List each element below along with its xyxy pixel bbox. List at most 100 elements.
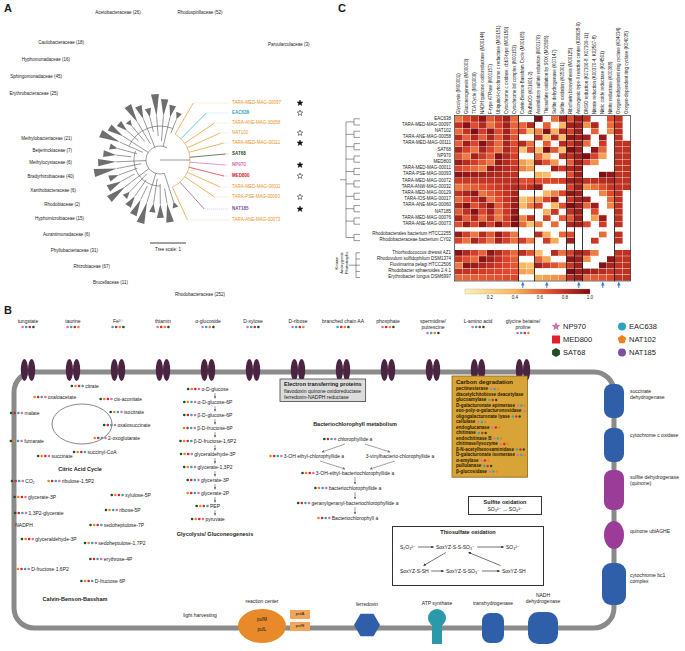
genome-dot [29, 326, 32, 329]
tree-branch [154, 179, 158, 204]
box-text: D-galacturonate epimerase [456, 403, 523, 409]
heatmap-cell [567, 159, 575, 165]
genome-dot [84, 451, 87, 454]
taxon-label: Sphingomonadaceae (45) [10, 74, 62, 79]
heatmap-cell [591, 178, 599, 184]
ferredoxin-shape [354, 614, 380, 637]
heatmap-cell [527, 221, 535, 227]
heatmap-cell [607, 190, 615, 196]
chemical-species: S₂O₃²⁻ [399, 543, 417, 551]
genome-dot [81, 385, 84, 388]
tree-branch [135, 180, 146, 196]
genome-dot [14, 512, 17, 515]
genome-dot [84, 580, 87, 583]
genome-dot [44, 396, 47, 399]
genome-dot [13, 496, 16, 499]
column-group-box [535, 116, 567, 281]
box-text: chitinase/lysozyme [456, 441, 523, 447]
genome-dot [120, 411, 123, 414]
column-header: Cytochrome bd complex (M00153) [512, 45, 517, 114]
genome-dot [107, 398, 110, 401]
genome-dot [304, 502, 307, 505]
genome-dot [194, 414, 197, 417]
electron-box: Electron transferring proteinsflavodoxin… [280, 379, 366, 402]
genome-dot [484, 421, 486, 423]
heatmap-cell [543, 141, 551, 147]
taxon-label: Phyllobacteriaceae (31) [51, 248, 98, 253]
heatmap-cell [575, 221, 583, 227]
heatmap-cell [479, 262, 487, 268]
panel-letter: C [338, 2, 346, 15]
heatmap-cell [527, 172, 535, 178]
genome-dot [14, 480, 17, 483]
pathway-label: pufM [257, 617, 267, 622]
heatmap-cell [567, 203, 575, 209]
heatmap-cell [575, 153, 583, 159]
heatmap-cell [487, 128, 495, 134]
transporter-label: branched chain AA [322, 318, 364, 324]
heatmap-cell [479, 116, 487, 122]
heatmap-cell [567, 128, 575, 134]
heatmap-cell [471, 135, 479, 141]
transporter-shape [163, 359, 170, 381]
genome-dot [437, 332, 440, 335]
taxon-label: Rhizobiaceae (67) [73, 264, 110, 269]
box-text: D-galacturonate isomerase [456, 452, 523, 458]
heatmap-cell [511, 221, 519, 227]
heatmap-cell [463, 190, 471, 196]
heatmap-cell [535, 141, 543, 147]
heatmap-cell [455, 147, 463, 153]
genome-dot [21, 480, 24, 483]
genome-dot [512, 415, 514, 417]
genome-dot [187, 453, 190, 456]
heatmap-cell [567, 197, 575, 203]
column-group-box [455, 116, 519, 281]
genome-dot [118, 494, 121, 497]
heatmap-cell [543, 153, 551, 159]
heatmap-cell [559, 116, 567, 122]
heatmap-cell [599, 172, 607, 178]
heatmap-cell [543, 116, 551, 122]
heatmap-cell [527, 275, 535, 281]
atp-synthase-stalk [432, 624, 442, 644]
heatmap-cell [463, 232, 471, 238]
legend-swatch [552, 348, 560, 357]
box-text: β-N-acetylhexosaminidase [456, 447, 523, 453]
genome-dot [13, 412, 16, 415]
heatmap-cell [583, 250, 591, 256]
star-marker [297, 140, 303, 145]
heatmap-cell [559, 172, 567, 178]
leader-line [221, 187, 229, 188]
genome-dot [40, 396, 43, 399]
heatmap-cell [503, 238, 511, 244]
heatmap-cell [543, 209, 551, 215]
taxon-label: Rhodobiaceae (2) [44, 202, 80, 207]
genome-dot [117, 411, 120, 414]
heatmap-cell [607, 153, 615, 159]
transporter-shape [118, 359, 125, 381]
heatmap-cell [463, 221, 471, 227]
heatmap-cell [471, 269, 479, 275]
row-label: Rhodobacter sphaeroides 2.4.1 [388, 268, 451, 273]
heatmap-cell [575, 122, 583, 128]
genome-dot [99, 398, 102, 401]
heatmap-cell [535, 215, 543, 221]
taxon-label: Beijerinckiaceae (7) [32, 148, 72, 153]
heatmap-cell [583, 122, 591, 128]
pathway-label: PEP [210, 503, 220, 509]
heatmap-cell [511, 215, 519, 221]
heatmap-cell [567, 209, 575, 215]
genome-dot [385, 326, 388, 329]
heatmap-cell [535, 256, 543, 262]
genome-dot [490, 388, 492, 390]
genome-dot [70, 326, 73, 329]
heatmap-cell [551, 209, 559, 215]
transporter-label: tungstate [7, 318, 49, 324]
quinone-shape [604, 521, 624, 549]
box-heading: Carbon degradation [456, 379, 523, 386]
heatmap-cell [535, 153, 543, 159]
heatmap-cell [479, 147, 487, 153]
heatmap-cell [511, 250, 519, 256]
heatmap-cell [591, 197, 599, 203]
pathway-label: 1,3P2-glycerate [28, 510, 63, 516]
